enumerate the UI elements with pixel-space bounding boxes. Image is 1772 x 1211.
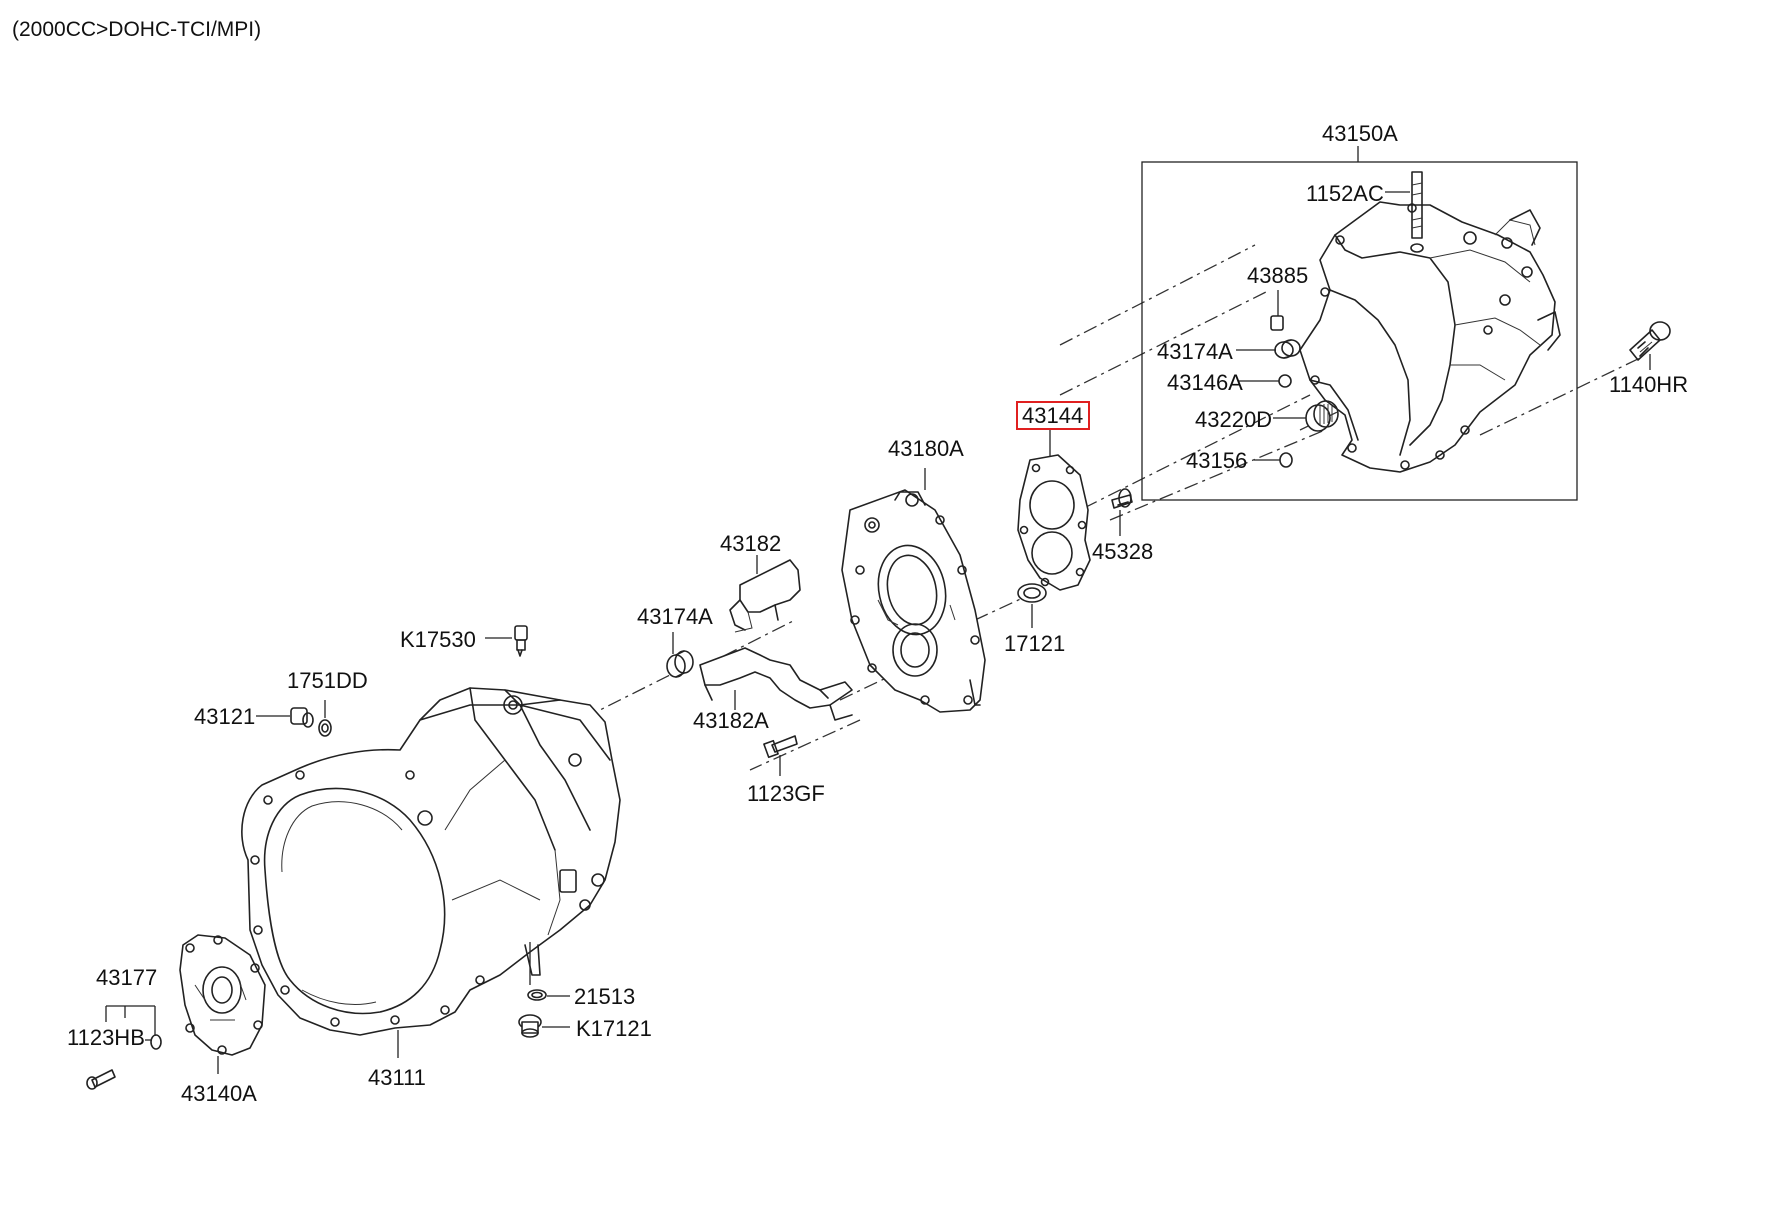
label-43174A-mid[interactable]: 43174A: [637, 604, 713, 629]
label-43140A[interactable]: 43140A: [181, 1081, 257, 1106]
ring-43146A[interactable]: [1278, 374, 1292, 388]
part-labels: 43150A 1152AC 43885 43174A 43146A 43220D…: [67, 121, 1688, 1106]
label-43174A-top[interactable]: 43174A: [1157, 339, 1233, 364]
bracket-43182A[interactable]: [699, 647, 853, 721]
label-1751DD[interactable]: 1751DD: [287, 668, 368, 693]
label-1140HR[interactable]: 1140HR: [1609, 372, 1688, 397]
bushing-43174A-top[interactable]: [1274, 339, 1301, 359]
label-43180A[interactable]: 43180A: [888, 436, 964, 461]
transmission-case-43111[interactable]: [241, 687, 621, 1036]
label-43220D[interactable]: 43220D: [1195, 407, 1272, 432]
selected-part-highlight: [1016, 401, 1090, 430]
bracket-43182[interactable]: [729, 559, 801, 633]
label-43150A[interactable]: 43150A: [1322, 121, 1398, 146]
cover-43140A[interactable]: [179, 934, 266, 1056]
label-1123HB[interactable]: 1123HB: [67, 1025, 145, 1050]
gasket-43144[interactable]: [1017, 454, 1091, 591]
bolt-1123GF[interactable]: [763, 735, 798, 759]
label-K17530[interactable]: K17530: [400, 627, 476, 652]
plug-K17121[interactable]: [518, 1014, 542, 1038]
bolt-45328[interactable]: [1111, 488, 1133, 509]
stud-1152AC[interactable]: [1410, 171, 1424, 253]
label-1152AC[interactable]: 1152AC: [1306, 181, 1384, 206]
label-43121[interactable]: 43121: [194, 704, 255, 729]
label-43182[interactable]: 43182: [720, 531, 781, 556]
pin-43885[interactable]: [1270, 315, 1284, 331]
sensor-K17530[interactable]: [514, 625, 528, 657]
label-43146A[interactable]: 43146A: [1167, 370, 1243, 395]
label-43885[interactable]: 43885: [1247, 263, 1308, 288]
bushing-43174A-mid[interactable]: [666, 650, 694, 678]
extension-housing-43180A[interactable]: [841, 489, 986, 713]
label-43156[interactable]: 43156: [1186, 448, 1247, 473]
label-21513[interactable]: 21513: [574, 984, 635, 1009]
assembly-group-box-43150A: [1141, 161, 1578, 501]
washer-21513[interactable]: [527, 989, 547, 1001]
oil-seal-17121[interactable]: [1017, 583, 1047, 603]
ring-43156[interactable]: [1279, 452, 1293, 468]
label-43111[interactable]: 43111: [368, 1065, 426, 1090]
leader-lines: [105, 146, 1651, 1074]
washer-1123HB-seal[interactable]: [150, 1034, 162, 1050]
label-K17121[interactable]: K17121: [576, 1016, 652, 1041]
bearing-43220D[interactable]: [1305, 400, 1339, 432]
label-45328[interactable]: 45328: [1092, 539, 1153, 564]
label-1123GF[interactable]: 1123GF: [747, 781, 825, 806]
bolt-1140HR[interactable]: [1629, 321, 1671, 361]
label-43182A[interactable]: 43182A: [693, 708, 769, 733]
rear-housing-43150A[interactable]: [1299, 201, 1561, 473]
label-43144[interactable]: 43144: [1022, 403, 1083, 428]
plug-43121[interactable]: [290, 707, 314, 728]
engine-spec-header: (2000CC>DOHC-TCI/MPI): [12, 18, 261, 41]
washer-1751DD[interactable]: [318, 719, 332, 737]
label-17121[interactable]: 17121: [1004, 631, 1065, 656]
bolt-1123HB[interactable]: [86, 1069, 116, 1090]
label-43177[interactable]: 43177: [96, 965, 157, 990]
